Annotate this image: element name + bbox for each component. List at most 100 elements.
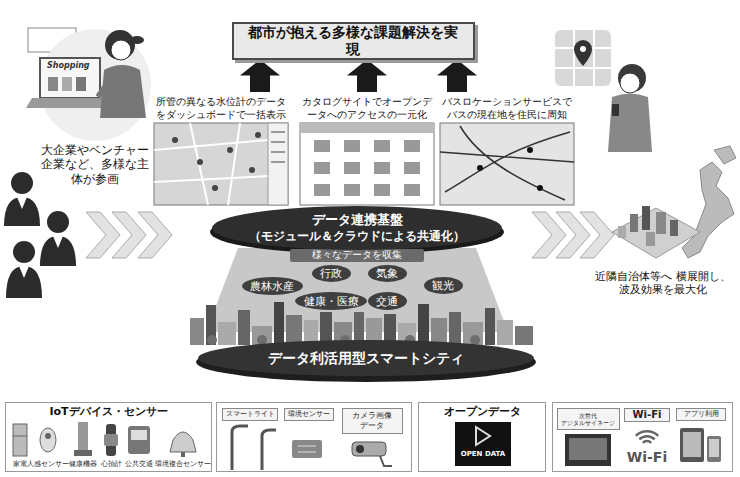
device-label: 健康機器 — [69, 461, 97, 469]
bus-location-screen — [440, 123, 574, 205]
japan-map-city — [656, 212, 666, 234]
japan-map-city — [618, 226, 626, 238]
logo-text: OPEN DATA — [455, 450, 511, 458]
node-text: （モジュール＆クラウドによる共通化） — [249, 229, 465, 244]
catalog-site-screen — [344, 140, 360, 152]
category-box: オープンデータ — [418, 402, 546, 472]
catalog-site-screen — [374, 140, 390, 152]
wifi-logo-text: Wi-Fi — [627, 449, 667, 466]
smart-city-disk: データ利活用型スマートシティ — [198, 340, 534, 376]
node-text: データ連携基盤 — [312, 212, 403, 228]
chevrons-left — [86, 212, 120, 258]
japan-map-city — [612, 208, 700, 258]
woman-laptop-illustration — [111, 40, 131, 60]
data-funnel — [290, 249, 424, 262]
dashboard-map-screen — [154, 123, 268, 205]
device-label: 心拍計 — [101, 461, 122, 469]
node-text: 農林水産 — [250, 281, 294, 292]
bus-location-screen — [440, 123, 574, 205]
signage-wifi-app-icons — [709, 439, 719, 457]
goal-banner: 都市が抱える多様な課題解決を実現 — [232, 22, 475, 60]
japan-map-city — [714, 146, 736, 164]
catalog-site-screen — [404, 184, 420, 196]
city-illustration — [190, 302, 536, 382]
business-people — [53, 236, 63, 248]
iot-device-icons — [40, 428, 56, 452]
catalog-site-screen — [374, 162, 390, 174]
catalog-site-screen — [300, 123, 434, 205]
chevrons-left — [112, 212, 146, 258]
bottom-box-outline — [217, 403, 412, 472]
node-text: 行政 — [320, 268, 342, 279]
iot-device-icons — [13, 422, 196, 457]
chevrons-right — [532, 212, 566, 258]
catalog-site-screen — [300, 123, 434, 205]
node-text: 交通 — [376, 296, 398, 307]
data-oval: 行政 — [312, 265, 351, 282]
device-label: 公共交通 — [125, 461, 153, 469]
smart-device-icons — [352, 442, 386, 456]
iot-device-icons — [45, 433, 51, 439]
business-people — [40, 236, 76, 266]
node-text: 都市が抱える多様な課題解決を実現 — [244, 24, 463, 58]
expansion-note: 近隣自治体等へ 横展開し、波及効果を最大化 — [590, 270, 736, 296]
data-oval: 農林水産 — [242, 277, 303, 295]
business-people — [47, 211, 69, 233]
node-text: 次世代 デジタルサイネージ — [560, 412, 617, 426]
japan-map-city — [682, 162, 734, 258]
screen-text: Shopping — [47, 61, 90, 71]
item-tag: 次世代 デジタルサイネージ — [557, 408, 620, 430]
bus-location-screen — [527, 147, 533, 153]
node-text: アプリ利用 — [684, 410, 719, 418]
iot-device-icons — [181, 452, 185, 457]
smartphone-woman — [618, 64, 646, 92]
smartphone-woman — [574, 40, 592, 66]
city-illustration — [274, 302, 284, 345]
bus-location-screen — [537, 185, 543, 191]
city-illustration — [238, 310, 250, 345]
example-panel: 所管の異なる水位計のデータをダッシュボードで一括表示 — [154, 92, 289, 206]
iot-device-icons — [78, 422, 88, 452]
node-text: Wi-Fi — [633, 409, 662, 421]
iot-device-icons — [13, 436, 27, 437]
smartphone-woman — [580, 46, 586, 52]
woman-laptop-illustration — [130, 36, 144, 44]
dashboard-map-screen — [212, 185, 218, 191]
dashboard-map-screen — [249, 167, 255, 173]
business-people — [4, 197, 40, 226]
node-text: データ利活用型スマートシティ — [268, 350, 464, 367]
woman-laptop-illustration — [26, 29, 151, 141]
data-oval: 観光 — [424, 277, 463, 294]
city-illustration — [206, 305, 216, 345]
iot-device-icons — [170, 432, 196, 452]
smart-device-icons — [292, 440, 322, 458]
node-text: 環境センサー — [288, 410, 330, 418]
block-arrow — [347, 60, 387, 92]
data-oval: 気象 — [368, 265, 407, 282]
item-tag: スマートライト — [222, 408, 278, 421]
japan-map-city — [670, 220, 678, 236]
open-data-logo — [476, 427, 490, 445]
business-people — [4, 172, 76, 298]
bottom-box-outline — [217, 403, 733, 472]
iot-device-icons — [128, 426, 150, 454]
japan-map-city — [612, 146, 736, 258]
smart-device-icons — [298, 446, 316, 452]
woman-laptop-illustration — [105, 30, 135, 60]
city-illustration — [418, 304, 429, 345]
bottom-box-outline — [553, 403, 733, 472]
block-arrow — [240, 60, 280, 92]
business-people — [11, 172, 33, 194]
business-people — [6, 266, 42, 298]
city-illustration — [449, 312, 461, 345]
signage-wifi-app-icons — [636, 431, 658, 443]
signage-wifi-app-icons — [707, 436, 721, 462]
item-tag: カメラ画像 データ — [342, 408, 403, 434]
signage-wifi-app-icons — [565, 434, 611, 466]
woman-laptop-illustration — [98, 80, 110, 97]
smartphone-woman — [608, 94, 652, 153]
business-people — [19, 266, 29, 278]
node-text: 所管の異なる水位計のデータをダッシュボードで一括表示 — [155, 95, 288, 121]
chevrons-right — [556, 212, 590, 258]
band-label: 様々なデータを収集 — [312, 249, 402, 261]
